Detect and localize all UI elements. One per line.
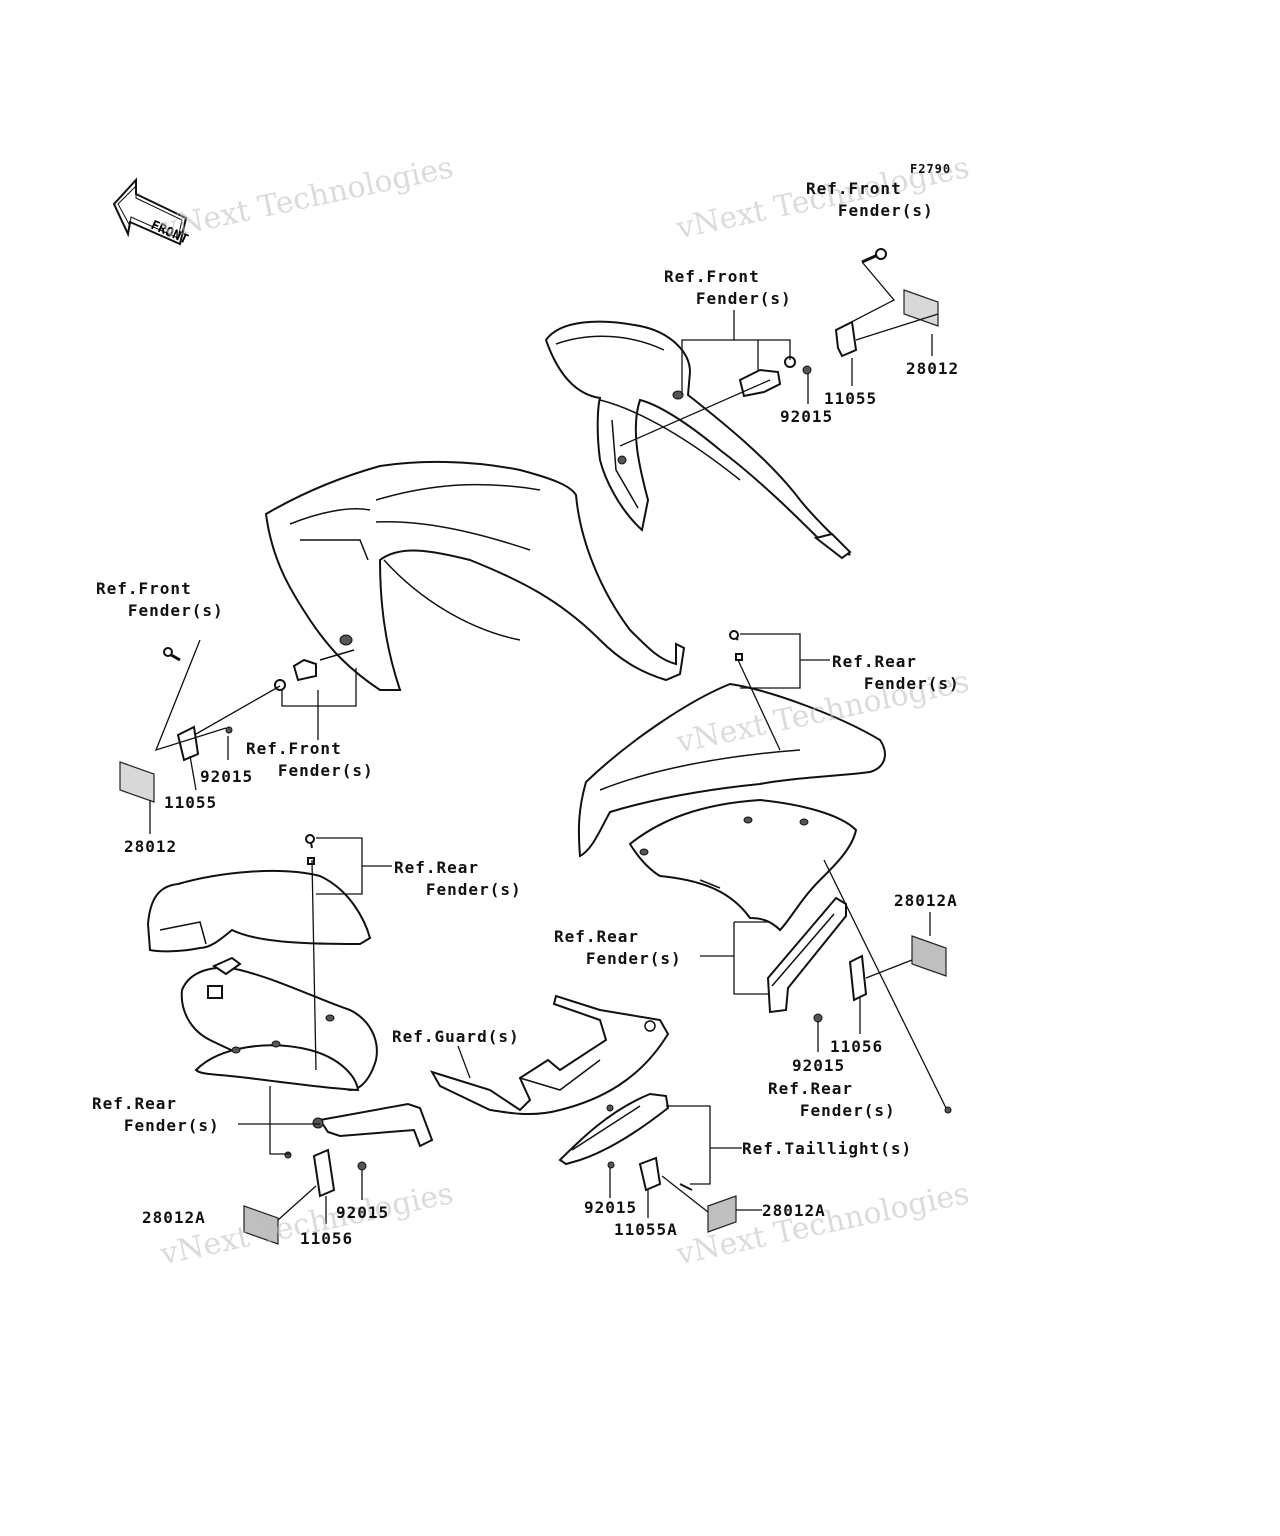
ref-front-fender-label[interactable]: Ref.Front Fender(s) bbox=[96, 579, 224, 620]
bracket-11056-left bbox=[284, 1148, 367, 1198]
reflector-28012a-left bbox=[243, 1205, 279, 1245]
bolt-left bbox=[163, 647, 181, 662]
part-number-label[interactable]: 92015 bbox=[584, 1198, 638, 1217]
reflector-28012a-right bbox=[911, 935, 947, 977]
part-number-label[interactable]: 28012A bbox=[142, 1208, 206, 1227]
clip-top-right bbox=[738, 356, 812, 398]
bracket-11056-right bbox=[848, 954, 868, 1002]
part-number-label[interactable]: 92015 bbox=[792, 1056, 846, 1075]
bolt-rear-right-bottom bbox=[944, 1106, 952, 1114]
front-arrow-icon bbox=[112, 177, 188, 246]
ref-guard-label[interactable]: Ref.Guard(s) bbox=[392, 1027, 520, 1046]
front-fender-right-drawing bbox=[544, 320, 852, 560]
rear-stay-left bbox=[312, 1102, 434, 1148]
ref-rear-fender-label[interactable]: Ref.Rear Fender(s) bbox=[832, 652, 960, 693]
front-fender-main-drawing bbox=[264, 460, 686, 691]
ref-rear-fender-label[interactable]: Ref.Rear Fender(s) bbox=[768, 1079, 896, 1120]
part-number-label[interactable]: 11056 bbox=[830, 1037, 884, 1056]
rear-stay-right bbox=[766, 896, 847, 1014]
part-number-label[interactable]: 28012A bbox=[762, 1201, 826, 1220]
nut-92015-right bbox=[813, 1013, 823, 1023]
reflector-28012-left bbox=[119, 761, 155, 803]
ref-rear-fender-label[interactable]: Ref.Rear Fender(s) bbox=[394, 858, 522, 899]
guard-drawing bbox=[429, 994, 670, 1115]
bolt-rear-right-top bbox=[729, 630, 743, 661]
part-number-label[interactable]: 92015 bbox=[336, 1203, 390, 1222]
part-number-label[interactable]: 11056 bbox=[300, 1229, 354, 1248]
rear-fender-left-drawing bbox=[146, 869, 378, 1092]
ref-front-fender-label[interactable]: Ref.Front Fender(s) bbox=[806, 179, 934, 220]
ref-rear-fender-label[interactable]: Ref.Rear Fender(s) bbox=[92, 1094, 220, 1135]
part-number-label[interactable]: 92015 bbox=[780, 407, 834, 426]
part-number-label[interactable]: 92015 bbox=[200, 767, 254, 786]
clip-left bbox=[274, 658, 317, 691]
figure-code: F2790 bbox=[910, 162, 952, 176]
bolt-rear-left-top bbox=[305, 834, 315, 865]
bracket-11055-left bbox=[176, 725, 233, 762]
bracket-11055-top bbox=[834, 320, 858, 358]
part-number-label[interactable]: 11055 bbox=[164, 793, 218, 812]
ref-front-fender-label[interactable]: Ref.Front Fender(s) bbox=[664, 267, 792, 308]
leader-lines bbox=[149, 261, 947, 1224]
reflector-28012-top bbox=[903, 289, 939, 327]
ref-rear-fender-label[interactable]: Ref.Rear Fender(s) bbox=[554, 927, 682, 968]
ref-taillight-label[interactable]: Ref.Taillight(s) bbox=[742, 1139, 913, 1158]
part-number-label[interactable]: 28012 bbox=[124, 837, 178, 856]
bolt-top-right bbox=[861, 248, 887, 264]
rear-fender-right-drawing bbox=[577, 682, 886, 932]
taillight-drawing bbox=[558, 1092, 670, 1166]
part-number-label[interactable]: 11055 bbox=[824, 389, 878, 408]
part-number-label[interactable]: 11055A bbox=[614, 1220, 678, 1239]
bracket-11055a bbox=[607, 1156, 693, 1192]
part-number-label[interactable]: 28012 bbox=[906, 359, 960, 378]
part-number-label[interactable]: 28012A bbox=[894, 891, 958, 910]
reflector-28012a-center bbox=[707, 1195, 737, 1233]
ref-front-fender-label[interactable]: Ref.Front Fender(s) bbox=[246, 739, 374, 780]
